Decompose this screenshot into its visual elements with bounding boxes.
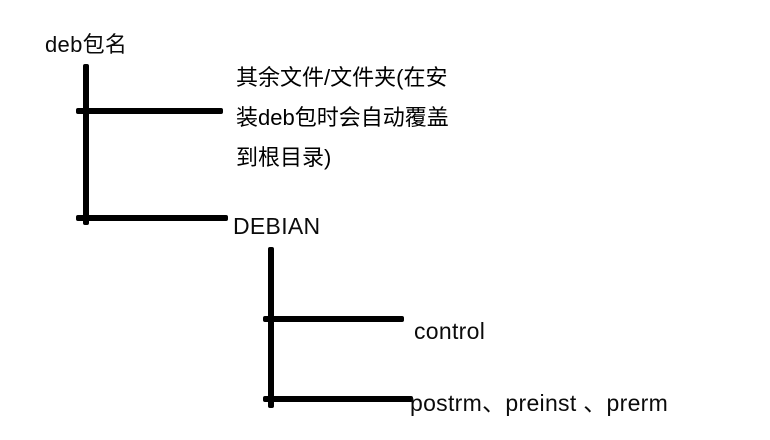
other-files-note-line-2: 装deb包时会自动覆盖 bbox=[236, 105, 449, 130]
other-files-note-line-1: 其余文件/文件夹(在安 bbox=[236, 65, 448, 90]
branch-line-control bbox=[263, 316, 404, 322]
debian-folder-label: DEBIAN bbox=[233, 213, 321, 239]
branch-line-other-files bbox=[76, 108, 223, 114]
other-files-note-line-3: 到根目录) bbox=[236, 145, 332, 170]
root-trunk-line bbox=[83, 64, 89, 225]
debian-trunk-line bbox=[268, 247, 274, 408]
branch-line-scripts bbox=[263, 396, 413, 402]
control-file-label: control bbox=[414, 318, 486, 344]
root-node-label: deb包名 bbox=[45, 32, 128, 57]
branch-line-debian bbox=[76, 215, 228, 221]
maintainer-scripts-label: postrm、preinst 、prerm bbox=[410, 390, 669, 416]
